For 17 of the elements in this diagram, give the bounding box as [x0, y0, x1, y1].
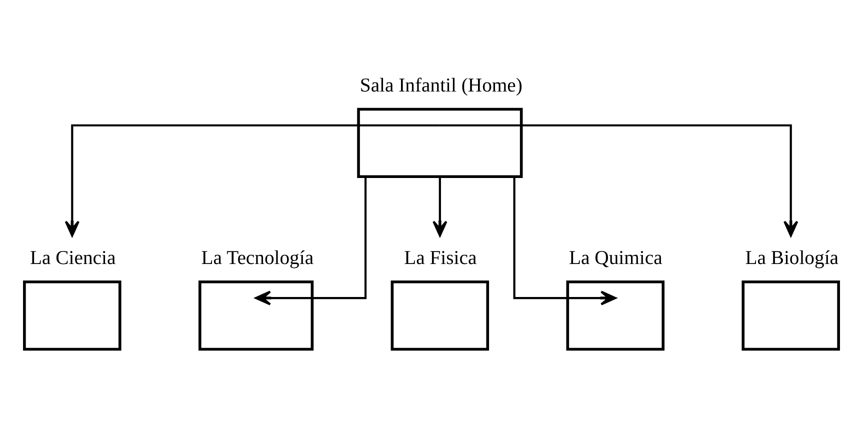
node-box	[390, 280, 490, 350]
node-box	[23, 280, 122, 350]
node-label: La Quimica	[569, 246, 662, 268]
arrow	[432, 178, 448, 236]
node-box	[742, 280, 840, 350]
arrow	[254, 178, 367, 305]
node-label: La Fisica	[404, 246, 477, 268]
node-label: La Ciencia	[30, 246, 116, 268]
arrow	[64, 124, 440, 236]
node-box	[566, 280, 664, 350]
node-label: La Tecnología	[201, 246, 314, 268]
arrow	[440, 124, 798, 236]
node-label: La Biología	[745, 246, 838, 268]
arrow	[513, 178, 616, 305]
node-box	[357, 107, 523, 178]
node-box	[198, 280, 314, 350]
node-label: Sala Infantil (Home)	[360, 74, 522, 96]
